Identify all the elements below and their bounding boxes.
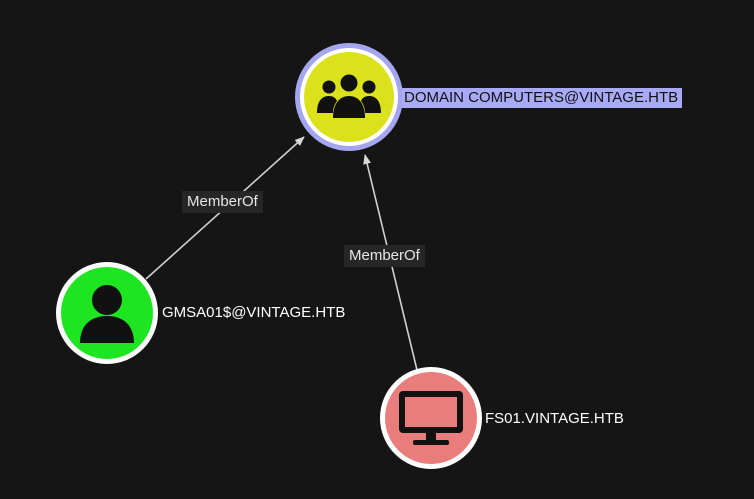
node-label-fs01[interactable]: FS01.VINTAGE.HTB — [485, 410, 624, 427]
node-domain-computers[interactable] — [295, 43, 403, 151]
user-icon — [80, 285, 134, 343]
node-gmsa01[interactable] — [56, 262, 158, 364]
computer-icon — [399, 391, 463, 445]
group-icon — [317, 74, 381, 118]
edge-label-gmsa01: MemberOf — [182, 191, 263, 213]
node-label-gmsa01[interactable]: GMSA01$@VINTAGE.HTB — [162, 304, 346, 321]
node-label-domain-computers[interactable]: DOMAIN COMPUTERS@VINTAGE.HTB — [402, 88, 683, 108]
node-fs01[interactable] — [380, 367, 482, 469]
edge-label-fs01: MemberOf — [344, 245, 425, 267]
